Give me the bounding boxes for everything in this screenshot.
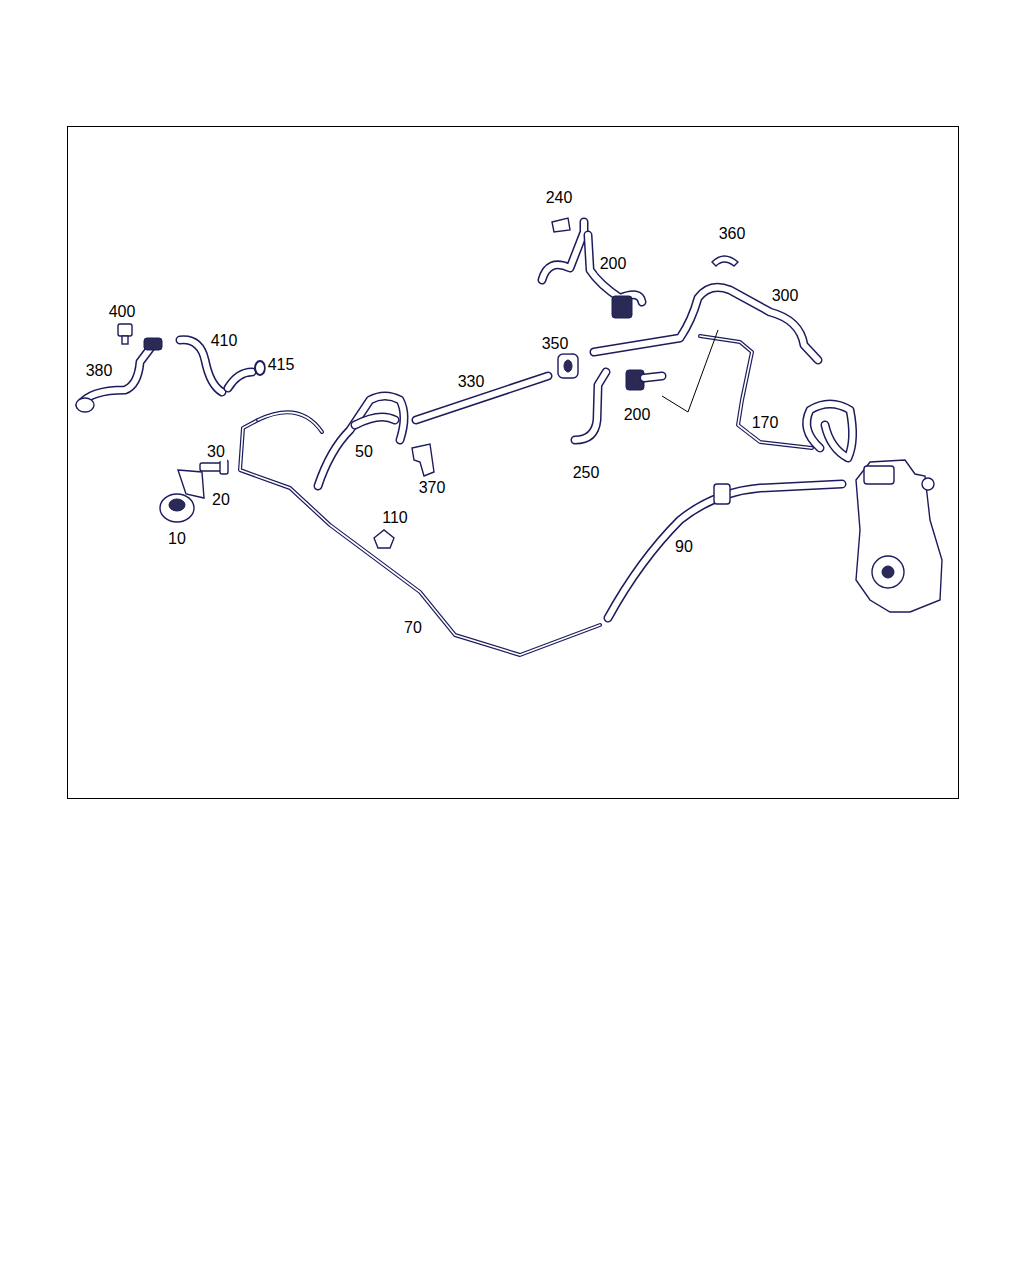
callout-number: 360 xyxy=(717,225,748,243)
callout-number: 170 xyxy=(750,414,781,432)
callout-number: 200 xyxy=(622,406,653,424)
callout-number: 110 xyxy=(380,509,410,527)
callout-number: 400 xyxy=(107,303,138,321)
callout-number: 10 xyxy=(166,530,188,548)
callout-number: 240 xyxy=(544,189,575,207)
callout-number: 20 xyxy=(210,491,232,509)
callout-number: 90 xyxy=(673,538,695,556)
hoses xyxy=(76,218,942,655)
callout-number: 200 xyxy=(598,255,629,273)
callout-number: 350 xyxy=(540,335,571,353)
callout-number: 415 xyxy=(266,356,297,374)
callout-number: 330 xyxy=(456,373,487,391)
callout-number: 70 xyxy=(402,619,424,637)
callout-number: 250 xyxy=(571,464,602,482)
frame xyxy=(68,127,959,799)
callout-number: 50 xyxy=(353,443,375,461)
callout-number: 410 xyxy=(209,332,240,350)
callout-number: 30 xyxy=(205,443,227,461)
callout-number: 370 xyxy=(417,479,448,497)
callout-number: 300 xyxy=(770,287,801,305)
callout-number: 380 xyxy=(84,362,115,380)
